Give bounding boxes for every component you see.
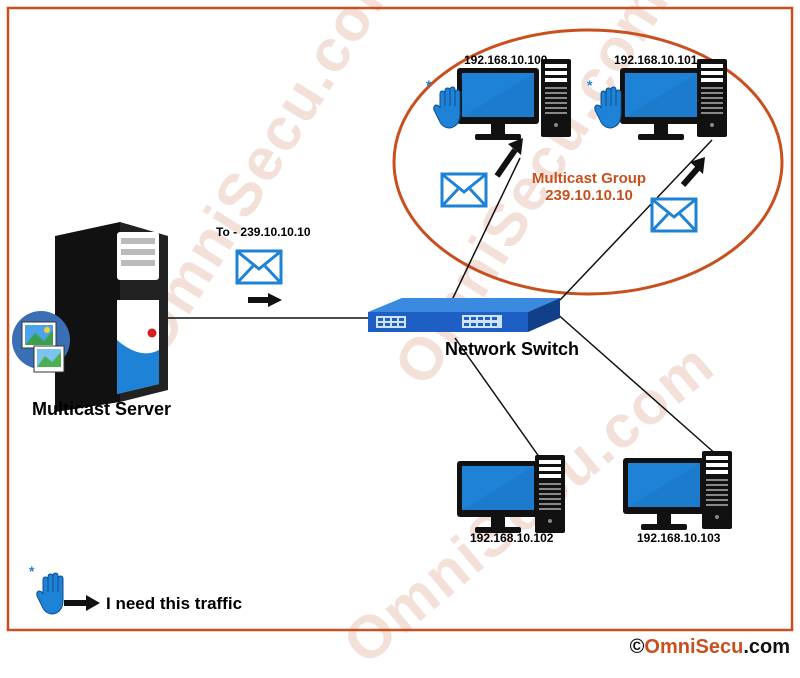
link-switch-host3 xyxy=(454,337,541,459)
host-computer-icon xyxy=(620,59,727,140)
legend-text: I need this traffic xyxy=(106,594,243,613)
media-icon xyxy=(12,311,70,373)
server-label: Multicast Server xyxy=(32,399,172,419)
hand-icon xyxy=(425,76,461,129)
switch-icon xyxy=(368,298,560,332)
copyright-notice: ©OmniSecu.com xyxy=(630,636,790,659)
legend-arrow-icon xyxy=(64,595,100,611)
host-computer-icon xyxy=(457,455,565,533)
envelope-icon xyxy=(440,172,488,208)
copyright-name: OmniSecu xyxy=(644,636,744,658)
host-ip-label: 192.168.10.103 xyxy=(637,531,721,545)
link-switch-host1 xyxy=(451,157,521,301)
copyright-symbol: © xyxy=(629,636,645,658)
link-switch-host4 xyxy=(554,311,719,457)
arrow-up-icon xyxy=(680,157,705,187)
packet-destination-label: To - 239.10.10.10 xyxy=(216,225,311,239)
host-ip-label: 192.168.10.101 xyxy=(614,53,698,67)
arrow-up-icon xyxy=(494,138,523,178)
legend-hand-icon xyxy=(28,562,64,615)
arrow-right-icon xyxy=(248,293,282,307)
packet-envelope-icon xyxy=(235,249,283,285)
hand-icon xyxy=(586,76,622,129)
host-ip-label: 192.168.10.100 xyxy=(464,53,548,67)
host-computer-icon xyxy=(623,451,732,530)
host-computer-icon xyxy=(457,59,571,140)
host-ip-label: 192.168.10.102 xyxy=(470,531,554,545)
link-switch-host2 xyxy=(559,139,713,301)
server-icon xyxy=(55,222,168,412)
multicast-group-boundary xyxy=(392,28,784,296)
outer-frame xyxy=(6,6,794,632)
copyright-domain: .com xyxy=(743,636,790,658)
switch-label: Network Switch xyxy=(445,339,580,359)
multicast-group-address: 239.10.10.10 xyxy=(545,187,633,204)
multicast-group-name: Multicast Group xyxy=(531,170,647,187)
